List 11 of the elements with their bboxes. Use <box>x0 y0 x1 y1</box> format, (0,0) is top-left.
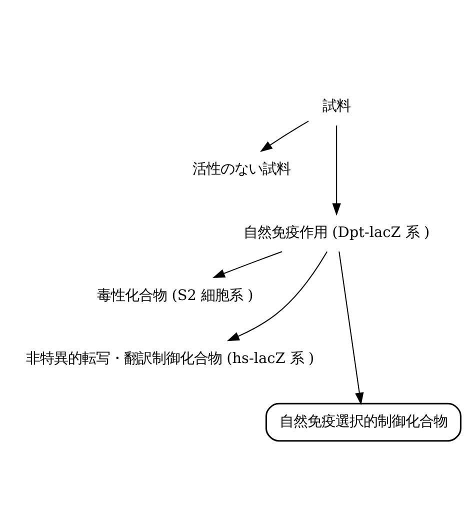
arrow <box>212 251 282 278</box>
node-text: 毒性化合物 (S2 細胞系 ) <box>97 288 254 304</box>
node-text: 活性のない試料 <box>192 162 290 178</box>
arrow <box>260 120 309 152</box>
node-text: 試料 <box>322 98 351 115</box>
node-text: 自然免疫作用 (Dpt-lacZ 系 ) <box>244 224 430 241</box>
arrow <box>338 252 364 406</box>
node-text: 非特異的転写・翻訳制御化合物 (hs-lacZ 系 ) <box>26 350 314 367</box>
arrow <box>226 251 328 342</box>
node-box: 自然免疫選択的制御化合物 <box>265 402 462 442</box>
arrow <box>332 126 341 216</box>
